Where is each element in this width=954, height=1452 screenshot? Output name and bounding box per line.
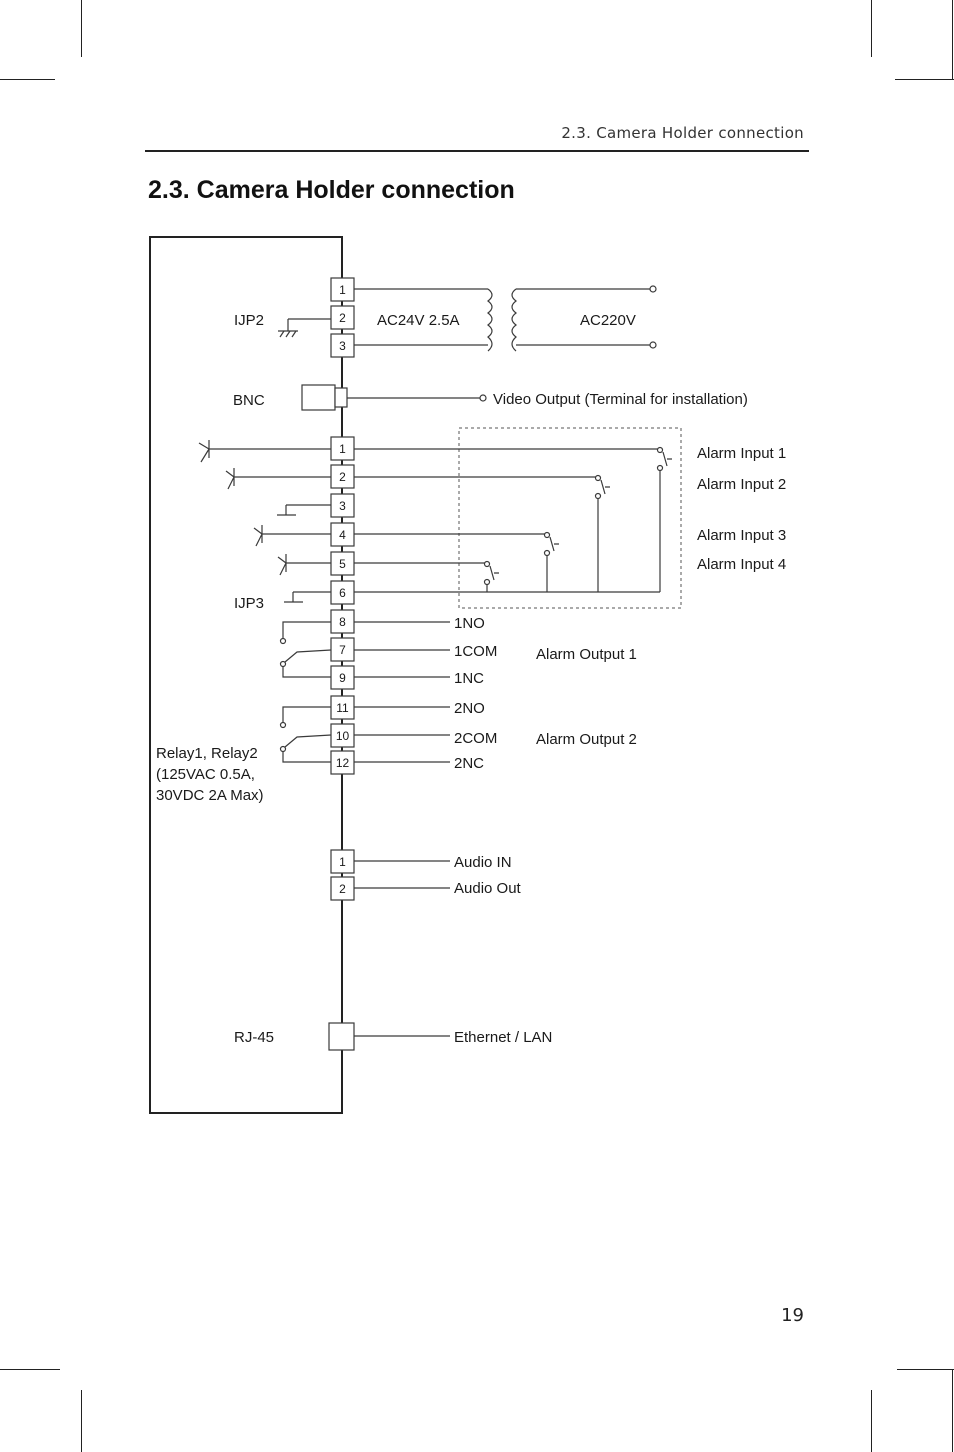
pin-number: 2: [339, 470, 346, 484]
crop-mark: [81, 0, 82, 57]
crop-mark: [871, 1390, 872, 1452]
crop-mark: [895, 79, 954, 80]
audio-in-label: Audio IN: [454, 854, 512, 871]
header-rule: [145, 150, 809, 152]
pin-box: 2: [330, 876, 355, 901]
rj45-connector: [328, 1022, 450, 1051]
pin-number: 10: [336, 729, 350, 743]
crop-mark: [871, 0, 872, 57]
page-number: 19: [781, 1305, 804, 1326]
pin-number: 4: [339, 528, 346, 542]
relay-label-2nc: 2NC: [454, 755, 484, 772]
pin-number: 1: [339, 283, 346, 297]
alarm-input-group: [458, 427, 682, 609]
pin-number: 9: [339, 671, 346, 685]
bnc-connector: [301, 384, 487, 411]
alarm-input-4-label: Alarm Input 4: [697, 556, 786, 573]
relay-label-1com: 1COM: [454, 643, 497, 660]
pin-number: 8: [339, 615, 346, 629]
alarm-input-wiring: [198, 440, 672, 603]
relay-note-line-2: (125VAC 0.5A,: [156, 766, 255, 783]
alarm-input-1-label: Alarm Input 1: [697, 445, 786, 462]
pin-number: 1: [339, 442, 346, 456]
crop-mark: [0, 1369, 60, 1370]
pin-number: 12: [336, 756, 350, 770]
pin-box: 2: [330, 305, 355, 330]
crop-mark: [897, 1369, 954, 1370]
ac24v-label: AC24V 2.5A: [377, 312, 460, 329]
crop-mark: [952, 1369, 953, 1452]
relay-wiring: [279, 621, 450, 763]
pin-box: 1: [330, 277, 355, 302]
pin-box: 6: [330, 580, 355, 605]
alarm-output-2-label: Alarm Output 2: [536, 731, 637, 748]
audio-out-label: Audio Out: [454, 880, 522, 897]
audio-wiring: [354, 860, 450, 889]
pin-box: 8: [330, 609, 355, 634]
pin-number: 6: [339, 586, 346, 600]
ijp2-label: IJP2: [234, 312, 264, 329]
rj45-label: RJ-45: [234, 1029, 274, 1046]
pin-box: 5: [330, 551, 355, 576]
pin-box: 1: [330, 436, 355, 461]
crop-mark: [952, 0, 953, 80]
alarm-input-2-label: Alarm Input 2: [697, 476, 786, 493]
pin-number: 3: [339, 499, 346, 513]
relay-label-2com: 2COM: [454, 730, 497, 747]
pin-number: 2: [339, 311, 346, 325]
crop-mark: [0, 79, 55, 80]
bnc-label: BNC: [233, 392, 265, 409]
pin-box: 3: [330, 333, 355, 358]
pin-box: 7: [330, 637, 355, 662]
transformer: [354, 285, 657, 352]
relay-label-1no: 1NO: [454, 615, 485, 632]
relay-label-2no: 2NO: [454, 700, 485, 717]
alarm-input-3-label: Alarm Input 3: [697, 527, 786, 544]
relay-label-1nc: 1NC: [454, 670, 484, 687]
ac220v-label: AC220V: [580, 312, 636, 329]
crop-mark: [81, 1390, 82, 1452]
pin-number: 1: [339, 855, 346, 869]
ground-symbol: [278, 318, 331, 338]
video-output-label: Video Output (Terminal for installation): [493, 391, 748, 408]
pin-number: 5: [339, 557, 346, 571]
pin-box: 4: [330, 522, 355, 547]
pin-box: 11: [330, 695, 355, 720]
pin-box: 12: [330, 750, 355, 775]
running-header: 2.3. Camera Holder connection: [561, 124, 804, 142]
pin-number: 11: [336, 701, 349, 715]
pin-number: 3: [339, 339, 346, 353]
board-outline: [149, 236, 343, 1114]
section-title: 2.3. Camera Holder connection: [148, 176, 515, 204]
relay-note-line-3: 30VDC 2A Max): [156, 787, 264, 804]
ethernet-label: Ethernet / LAN: [454, 1029, 552, 1046]
relay-note-line-1: Relay1, Relay2: [156, 745, 258, 762]
pin-box: 3: [330, 493, 355, 518]
pin-box: 9: [330, 665, 355, 690]
pin-number: 7: [339, 643, 346, 657]
pin-box: 10: [330, 723, 355, 748]
alarm-output-1-label: Alarm Output 1: [536, 646, 637, 663]
ijp3-label: IJP3: [234, 595, 264, 612]
pin-number: 2: [339, 882, 346, 896]
pin-box: 1: [330, 849, 355, 874]
pin-box: 2: [330, 464, 355, 489]
